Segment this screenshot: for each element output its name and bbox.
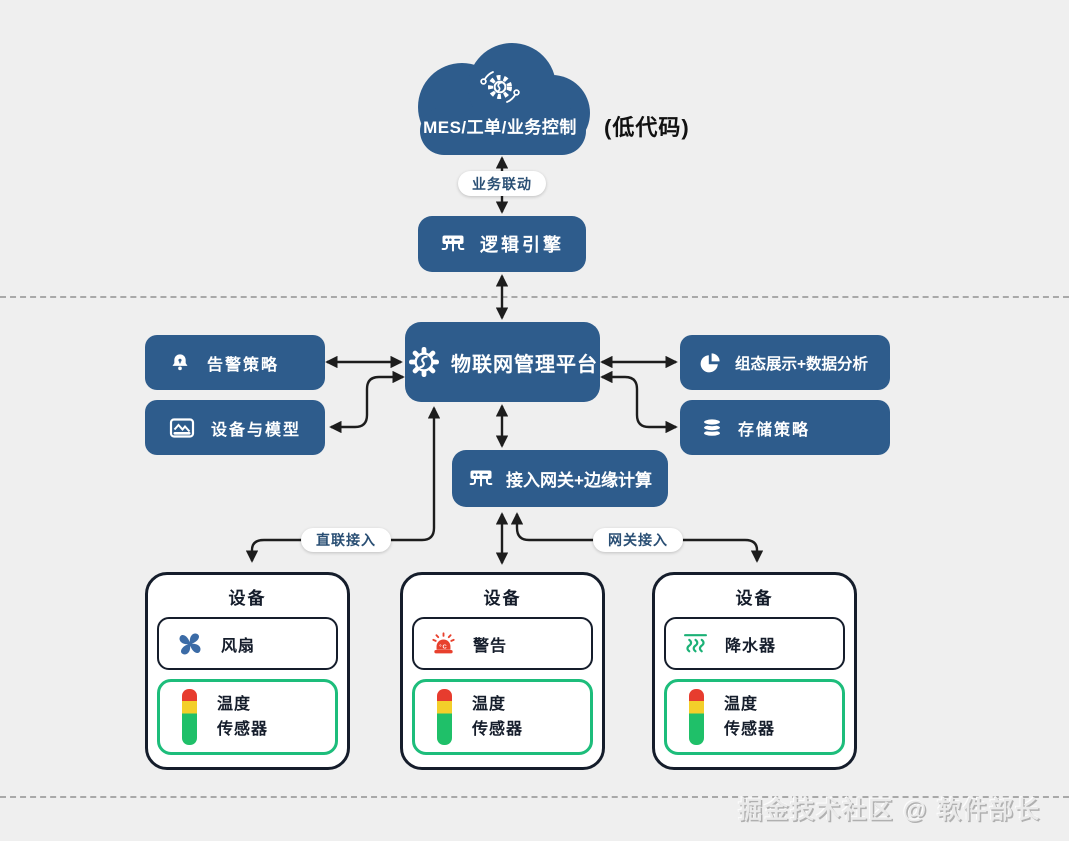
device-card-fan: 设备 风扇 温度 传感器 bbox=[145, 572, 350, 770]
node-label: 逻辑引擎 bbox=[480, 235, 564, 255]
image-icon bbox=[169, 417, 195, 438]
temperature-bar-icon bbox=[182, 689, 197, 745]
cloud-node-mes: MES/工单/业务控制 bbox=[400, 35, 600, 157]
alarm-icon: °C bbox=[432, 632, 455, 654]
gear-burst-icon bbox=[409, 347, 439, 377]
actuator-label: 风扇 bbox=[221, 637, 256, 655]
actuator-box: 降水器 bbox=[664, 617, 845, 670]
node-alert-policy: 告警策略 bbox=[145, 335, 325, 390]
sensor-label: 温度 传感器 bbox=[472, 692, 523, 742]
cloud-shape bbox=[418, 43, 590, 155]
actuator-box: °C 警告 bbox=[412, 617, 593, 670]
sensor-label: 温度 传感器 bbox=[724, 692, 775, 742]
device-card-title: 设备 bbox=[735, 589, 774, 608]
low-code-note: (低代码) bbox=[604, 115, 690, 140]
sensor-label-line1: 温度 bbox=[217, 696, 252, 713]
hub-icon bbox=[441, 235, 465, 252]
device-card-title: 设备 bbox=[483, 589, 522, 608]
gears-icon bbox=[480, 71, 520, 103]
sensor-label-line2: 传感器 bbox=[472, 721, 524, 738]
node-label: 组态展示+数据分析 bbox=[735, 355, 869, 373]
steam-icon bbox=[684, 634, 707, 653]
node-storage-policy: 存储策略 bbox=[680, 400, 890, 455]
node-label: 物联网管理平台 bbox=[451, 353, 598, 376]
pie-chart-icon bbox=[700, 352, 720, 372]
actuator-box: 风扇 bbox=[157, 617, 338, 670]
device-card-sprinkler: 设备 降水器 温度 传感器 bbox=[652, 572, 857, 770]
actuator-label: 降水器 bbox=[725, 637, 777, 655]
label-business-link: 业务联动 bbox=[458, 171, 546, 196]
node-label: 设备与模型 bbox=[211, 421, 302, 439]
node-label: 接入网关+边缘计算 bbox=[506, 471, 652, 490]
node-iot-platform: 物联网管理平台 bbox=[405, 322, 600, 402]
node-gateway-edge: 接入网关+边缘计算 bbox=[452, 450, 668, 507]
temperature-bar-icon bbox=[689, 689, 704, 745]
hub-icon bbox=[469, 470, 493, 486]
device-card-alarm: 设备 °C 警告 温度 传感器 bbox=[400, 572, 605, 770]
sensor-label-line1: 温度 bbox=[472, 696, 507, 713]
temperature-bar-icon bbox=[437, 689, 452, 745]
watermark: 掘金技术社区 @ 软件部长 bbox=[738, 797, 1041, 824]
arrow-platform-storage bbox=[600, 370, 678, 434]
node-device-model: 设备与模型 bbox=[145, 400, 325, 455]
dashed-separator-bottom bbox=[0, 796, 1069, 798]
actuator-label: 警告 bbox=[473, 637, 508, 655]
fan-icon bbox=[179, 633, 201, 654]
cloud-label: MES/工单/业务控制 bbox=[423, 118, 577, 137]
sensor-label-line2: 传感器 bbox=[217, 721, 269, 738]
database-icon bbox=[702, 417, 722, 437]
bell-icon bbox=[172, 353, 188, 370]
node-logic-engine: 逻辑引擎 bbox=[418, 216, 586, 272]
node-label: 告警策略 bbox=[207, 356, 280, 374]
arrow-platform-model bbox=[329, 370, 405, 434]
sensor-box: 温度 传感器 bbox=[412, 679, 593, 755]
node-viz-analysis: 组态展示+数据分析 bbox=[680, 335, 890, 390]
sensor-box: 温度 传感器 bbox=[157, 679, 338, 755]
label-gateway-access: 网关接入 bbox=[593, 528, 683, 552]
sensor-label-line1: 温度 bbox=[724, 696, 759, 713]
sensor-box: 温度 传感器 bbox=[664, 679, 845, 755]
device-card-title: 设备 bbox=[228, 589, 267, 608]
node-label: 存储策略 bbox=[738, 421, 811, 439]
label-direct-access: 直联接入 bbox=[301, 528, 391, 552]
dashed-separator-top bbox=[0, 296, 1069, 298]
alarm-degree-text: °C bbox=[439, 644, 448, 650]
sensor-label-line2: 传感器 bbox=[724, 721, 776, 738]
sensor-label: 温度 传感器 bbox=[217, 692, 268, 742]
